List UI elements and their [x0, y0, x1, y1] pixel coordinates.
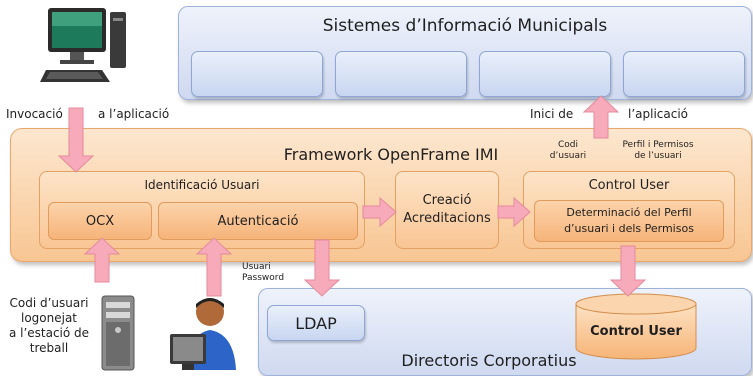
framework-title: Framework OpenFrame IMI: [283, 144, 499, 164]
codi-logonejat-line-3: a l’estació de: [8, 326, 90, 340]
codi-usuari-line-1: Codi: [557, 140, 578, 150]
directoris-corporatius-title: Directoris Corporatius: [401, 350, 577, 370]
codi-logonejat-label: Codi d’usuari logonejat a l’estació de t…: [0, 296, 98, 356]
codi-logonejat-line-4: treball: [29, 341, 69, 355]
ocx-up-arrow: [83, 237, 121, 283]
identificacio-usuari-title: Identificació Usuari: [144, 178, 260, 192]
control-user-box: Control User Determinació del Perfil d’u…: [523, 171, 735, 249]
inici-label-part1: Inici de: [530, 107, 574, 121]
to-creacio-arrow: [362, 196, 397, 228]
identificacio-usuari-box: Identificació Usuari OCX Autenticació: [39, 171, 365, 249]
determinacio-line-2: d’usuari i dels Permisos: [564, 222, 694, 235]
control-user-database-icon: [575, 293, 697, 360]
control-user-db-label: Control User: [590, 323, 682, 339]
perfil-permisos-line-1: Perfil i Permisos: [622, 140, 694, 150]
creacio-line-1: Creació: [422, 193, 472, 208]
perfil-permisos-label: Perfil i Permisos de l’usuari: [612, 140, 704, 162]
inici-label-part2: l’aplicació: [628, 107, 689, 121]
framework-openframe-panel: Framework OpenFrame IMI Identificació Us…: [10, 128, 752, 262]
sim-module-4: [623, 51, 745, 97]
autenticacio-up-arrow: [195, 237, 233, 297]
codi-logonejat-line-2: logonejat: [20, 311, 77, 325]
inici-arrow: [582, 95, 620, 139]
determinacio-perfil-box: Determinació del Perfil d’usuari i dels …: [534, 200, 724, 242]
sim-module-3: [479, 51, 611, 97]
control-user-title: Control User: [588, 177, 670, 193]
user-at-computer-icon: [170, 298, 236, 370]
determinacio-line-1: Determinació del Perfil: [566, 206, 692, 219]
invocacio-arrow: [57, 107, 95, 173]
workstation-tower-icon: [101, 295, 135, 371]
invocacio-label-part2: a l’aplicació: [98, 107, 170, 121]
to-database-arrow: [609, 245, 647, 297]
desktop-computer-icon: [40, 8, 126, 82]
to-ldap-arrow: [303, 239, 341, 297]
sistemes-informacio-title: Sistemes d’Informació Municipals: [322, 16, 608, 36]
sim-module-2: [335, 51, 467, 97]
creacio-line-2: Acreditacions: [403, 211, 491, 226]
usuari-label: Usuari: [242, 262, 271, 272]
codi-usuari-line-2: d’usuari: [549, 151, 587, 161]
autenticacio-box: Autenticació: [158, 202, 358, 240]
ldap-box: LDAP: [267, 305, 365, 341]
invocacio-label-part1: Invocació: [6, 107, 63, 121]
sistemes-informacio-panel: Sistemes d’Informació Municipals: [178, 6, 752, 100]
ocx-box: OCX: [48, 202, 152, 240]
to-control-user-arrow: [497, 196, 531, 228]
codi-usuari-label: Codi d’usuari: [546, 140, 590, 162]
usuari-password-label: Usuari Password: [242, 262, 284, 284]
sim-module-1: [191, 51, 323, 97]
codi-logonejat-line-1: Codi d’usuari: [9, 296, 89, 310]
password-label: Password: [242, 273, 285, 283]
perfil-permisos-line-2: de l’usuari: [634, 151, 682, 161]
